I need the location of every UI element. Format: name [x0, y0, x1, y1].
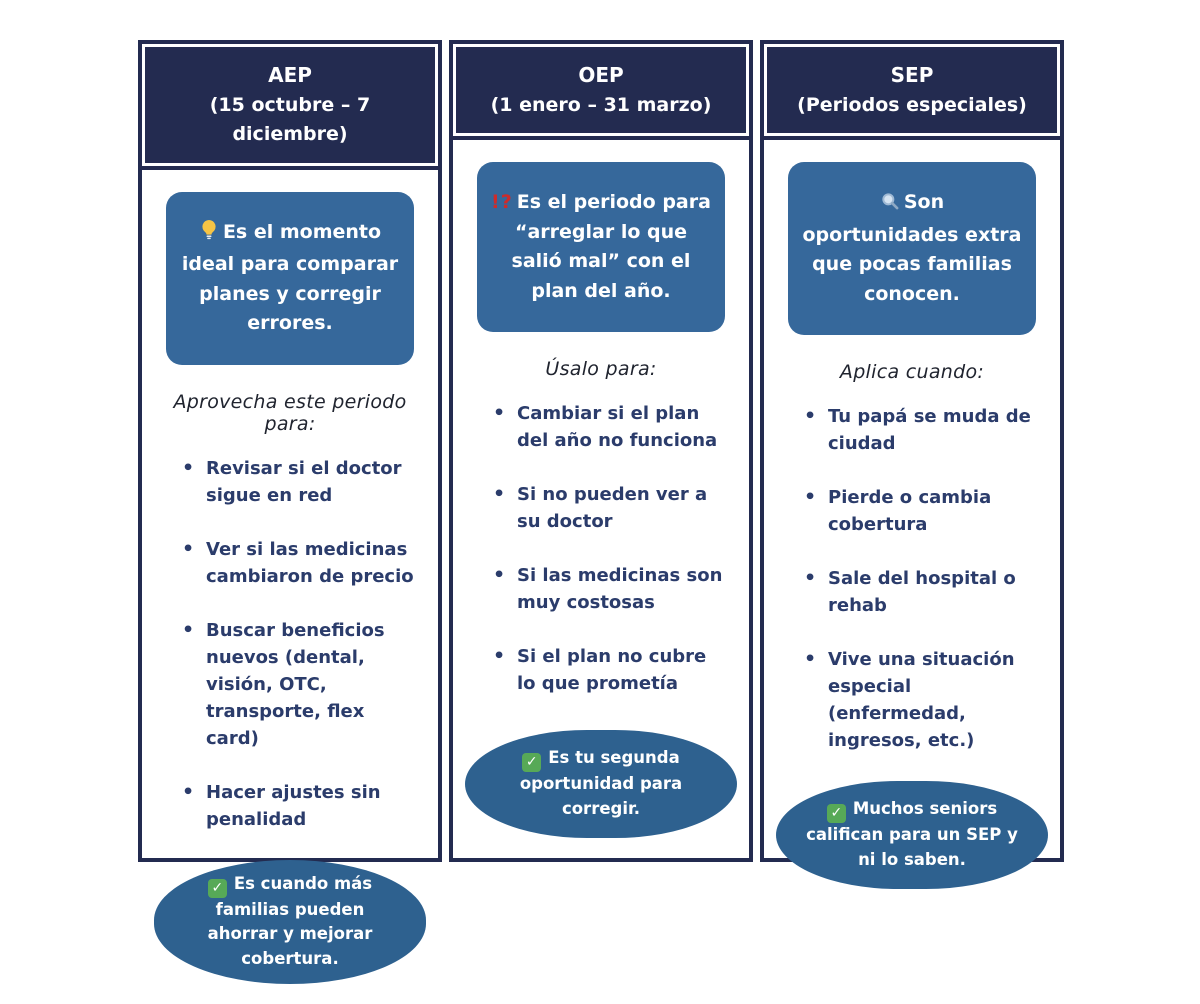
column-title: AEP	[268, 63, 312, 87]
enrollment-periods-table: AEP (15 octubre – 7 diciembre) Es el mom…	[138, 40, 1064, 984]
callout-text: Es el periodo para “arreglar lo que sali…	[511, 191, 711, 302]
column-date-range: (1 enero – 31 marzo)	[490, 94, 712, 116]
callout-text: Son oportunidades extra que pocas famili…	[802, 191, 1022, 305]
list-item: Vive una situación especial (enfermedad,…	[802, 645, 1040, 754]
summary-pill: ✓Es cuando más familias pueden ahorrar y…	[154, 859, 426, 984]
column-aep-header: AEP (15 octubre – 7 diciembre)	[142, 44, 438, 170]
list-item: Tu papá se muda de ciudad	[802, 402, 1040, 457]
column-sep-body: Son oportunidades extra que pocas famili…	[764, 140, 1060, 909]
pill-text: Es cuando más familias pueden ahorrar y …	[207, 873, 373, 969]
column-date-range: (Periodos especiales)	[797, 94, 1027, 116]
lightbulb-icon	[199, 219, 219, 250]
column-oep-header: OEP (1 enero – 31 marzo)	[453, 44, 749, 141]
check-icon: ✓	[826, 804, 846, 824]
list-item: Cambiar si el plan del año no funciona	[491, 399, 729, 454]
list-item: Ver si las medicinas cambiaron de precio	[180, 535, 418, 590]
bullet-list: Tu papá se muda de ciudad Pierde o cambi…	[784, 402, 1040, 781]
list-intro: Aplica cuando:	[839, 361, 985, 384]
list-item: Pierde o cambia cobertura	[802, 483, 1040, 538]
list-item: Sale del hospital o rehab	[802, 564, 1040, 619]
column-sep-header: SEP (Periodos especiales)	[764, 44, 1060, 141]
list-intro: Aprovecha este periodo para:	[173, 390, 407, 435]
list-item: Hacer ajustes sin penalidad	[180, 778, 418, 833]
list-intro: Úsalo para:	[545, 358, 657, 381]
list-item: Revisar si el doctor sigue en red	[180, 454, 418, 509]
list-item: Si las medicinas son muy costosas	[491, 561, 729, 616]
column-oep-body: !?Es el periodo para “arreglar lo que sa…	[453, 140, 749, 858]
column-sep: SEP (Periodos especiales) Son oportunida…	[760, 40, 1064, 890]
check-icon: ✓	[522, 753, 542, 773]
pill-text: Es tu segunda oportunidad para corregir.	[519, 748, 683, 818]
column-title: OEP	[578, 63, 624, 87]
column-date-range: (15 octubre – 7 diciembre)	[209, 94, 371, 146]
list-item: Si el plan no cubre lo que prometía	[491, 642, 729, 697]
pill-text: Muchos seniors califican para un SEP y n…	[806, 799, 1018, 870]
column-oep: OEP (1 enero – 31 marzo) !?Es el periodo…	[449, 40, 753, 862]
list-item: Buscar beneficios nuevos (dental, visión…	[180, 616, 418, 752]
interrobang-icon: !?	[491, 191, 513, 214]
bullet-list: Cambiar si el plan del año no funciona S…	[473, 399, 729, 724]
column-aep-body: Es el momento ideal para comparar planes…	[142, 170, 438, 1004]
summary-pill: ✓Es tu segunda oportunidad para corregir…	[465, 730, 737, 838]
column-aep: AEP (15 octubre – 7 diciembre) Es el mom…	[138, 40, 442, 984]
callout-box: Es el momento ideal para comparar planes…	[166, 191, 414, 365]
bullet-list: Revisar si el doctor sigue en red Ver si…	[162, 454, 418, 860]
callout-box: !?Es el periodo para “arreglar lo que sa…	[477, 162, 725, 333]
callout-box: Son oportunidades extra que pocas famili…	[788, 162, 1036, 336]
magnifier-icon	[880, 191, 900, 220]
column-title: SEP	[890, 63, 934, 87]
callout-text: Es el momento ideal para comparar planes…	[181, 220, 399, 335]
check-icon: ✓	[207, 878, 227, 898]
list-item: Si no pueden ver a su doctor	[491, 480, 729, 535]
summary-pill: ✓Muchos seniors califican para un SEP y …	[776, 781, 1048, 890]
